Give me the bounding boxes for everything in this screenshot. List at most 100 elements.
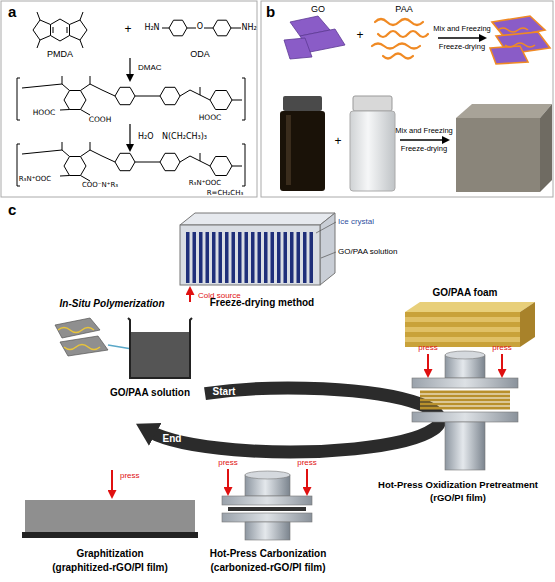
foam-block: [405, 312, 520, 317]
plus-sign: +: [124, 23, 131, 36]
callout-label: Cold source: [198, 292, 241, 301]
oda-structure: [204, 28, 213, 29]
go-sheets: [284, 16, 345, 59]
stage-caption: GO/PAA solution: [110, 387, 190, 398]
polymer-structure: [190, 90, 200, 95]
polymer-structure: [64, 91, 86, 110]
reaction-arrow: [129, 124, 130, 150]
carbonization-press: [222, 469, 312, 540]
hot-press: [420, 392, 510, 408]
plus-sign: +: [334, 135, 341, 148]
oda-structure: [187, 28, 196, 29]
pmda-structure: [37, 12, 40, 20]
group-label: COOH: [89, 116, 112, 124]
beaker: [130, 332, 190, 378]
paa-vial: [350, 111, 395, 191]
pmda-structure: [67, 27, 68, 33]
hot-press: [420, 407, 510, 410]
paa-chains: [372, 19, 428, 59]
pmda-structure: [37, 40, 40, 48]
graphitization-slab: [111, 470, 113, 497]
press-label: press: [297, 459, 317, 468]
press-label: press: [218, 459, 238, 468]
go-vial: [280, 111, 325, 191]
oda-structure: [169, 20, 187, 36]
paa-vial: [350, 96, 395, 191]
hot-press: [420, 395, 510, 398]
compound-name: PMDA: [47, 50, 73, 60]
reagent-label: H₂O: [138, 133, 154, 142]
foam-photo: [540, 104, 552, 192]
step-label: Freeze-drying: [401, 145, 447, 153]
cold-source-arrow: [189, 288, 191, 302]
polymer-structure: [62, 84, 70, 91]
polymer-structure: [17, 78, 20, 120]
atom-label: H₂N: [144, 24, 159, 33]
freeze-drying-container: [277, 232, 281, 283]
carbonization-press: [306, 469, 308, 494]
hot-press: [501, 354, 503, 376]
pmda-structure: [80, 40, 83, 48]
freeze-drying-container: [258, 232, 262, 283]
cold-source-arrow: [190, 288, 191, 302]
press-label: press: [120, 472, 140, 481]
hot-press: [412, 412, 518, 422]
polymer-structure: [242, 78, 245, 120]
press-label: press: [492, 344, 512, 353]
compound-name: ODA: [190, 50, 210, 60]
graphitization-slab: [22, 470, 198, 538]
hot-press: [412, 378, 518, 388]
foam-block: [520, 302, 535, 347]
go-vial: [283, 96, 322, 111]
paa-chains: [372, 44, 420, 49]
panel-frame: [1, 1, 553, 197]
beaker: [128, 318, 192, 378]
freeze-drying-container: [316, 222, 336, 233]
polymer-structure: [180, 90, 190, 96]
oda-structure: [162, 20, 241, 36]
freeze-drying-container: [180, 213, 336, 285]
freeze-drying-container: [180, 213, 335, 225]
press-label: press: [418, 344, 438, 353]
polymer-structure: [81, 110, 91, 116]
callout-label: Ice crystal: [338, 218, 374, 227]
freeze-drying-container: [321, 252, 336, 258]
pmda-structure: [80, 12, 83, 20]
polymer-structure: [160, 87, 180, 104]
polymer-structure: [102, 90, 115, 96]
hot-press: [420, 391, 510, 394]
freeze-drying-container: [186, 232, 190, 283]
freeze-drying-container: [238, 232, 242, 283]
solvent-label: DMAC: [138, 64, 162, 73]
foam-block: [405, 322, 520, 327]
oda-structure: [231, 28, 241, 29]
pmda-structure: [33, 20, 51, 40]
oda-structure: [213, 20, 231, 36]
panel-letter: c: [8, 202, 16, 219]
carbonization-press: [245, 471, 290, 479]
go-paa-composite: [490, 16, 550, 64]
material-label: GO: [311, 5, 325, 15]
carbonization-press: [222, 496, 312, 505]
hot-press: [420, 403, 510, 406]
panel-frame: [1, 1, 257, 197]
foam-block: [405, 302, 535, 312]
polymer-structure: [135, 96, 160, 97]
go-sheet-illustration: [60, 336, 108, 356]
graphitization-slab: [22, 532, 198, 538]
go-paa-composite: [505, 43, 535, 47]
polymer-structure: [62, 76, 63, 84]
carbonization-press: [222, 513, 312, 522]
process-cycle-arrow: [150, 388, 440, 452]
freeze-drying-container: [251, 232, 255, 283]
stage-caption: (rGO/PI film): [430, 493, 486, 503]
freeze-drying-container: [271, 232, 275, 283]
freeze-drying-container: [180, 225, 320, 285]
graphitization-slab: [25, 500, 195, 532]
freeze-drying-container: [264, 232, 268, 283]
carbonization-press: [227, 469, 229, 494]
polymer-structure: [22, 84, 62, 88]
foam-block: [405, 327, 520, 332]
foam-photo: [456, 104, 552, 118]
